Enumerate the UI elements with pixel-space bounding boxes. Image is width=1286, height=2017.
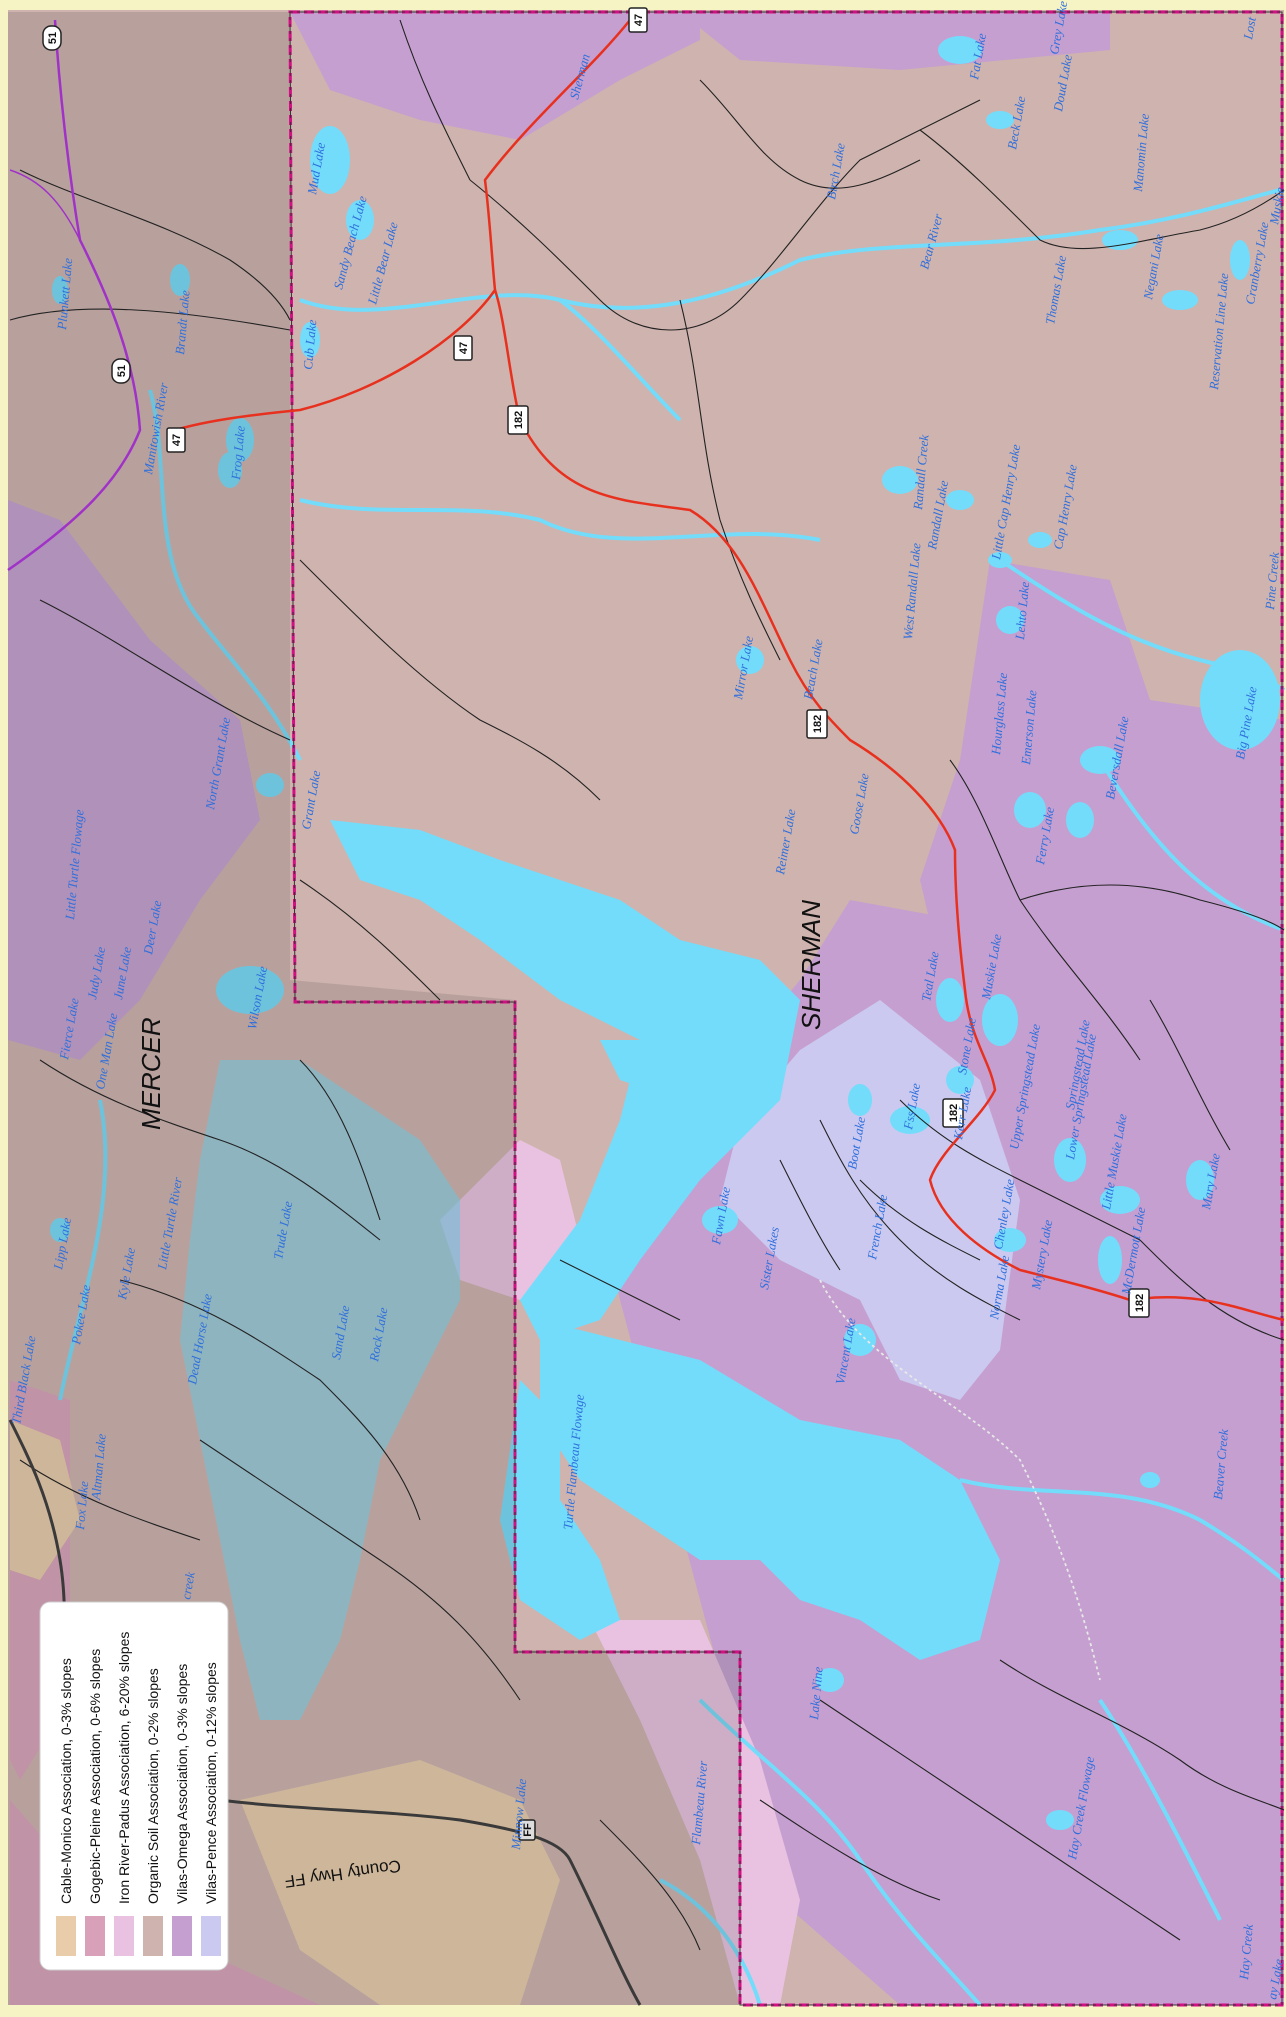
label-plunkett-lake: Plunkett Lake xyxy=(54,257,75,331)
label-beaver-creek: Beaver Creek xyxy=(1210,1428,1231,1500)
legend: Cable-Monico Association, 0-3% slopes Gog… xyxy=(39,1601,229,1971)
sherman-boundary-inner xyxy=(289,11,1283,2006)
legend-label: Vilas-Pence Association, 0-12% slopes xyxy=(203,1662,219,1904)
svg-text:47: 47 xyxy=(171,434,183,446)
legend-swatch xyxy=(172,1916,192,1956)
label-pine-creek: Pine Creek xyxy=(1262,551,1282,611)
label-cub-lake: Cub Lake xyxy=(300,319,319,371)
label-flambeau-river: Flambeau River xyxy=(688,1759,710,1846)
label-brandt-lake: Brandt Lake xyxy=(172,289,193,355)
legend-label: Gogebic-Pleine Association, 0-6% slopes xyxy=(87,1649,103,1904)
hwy-51-shield-mid: 51 xyxy=(111,358,131,384)
us-highway-51 xyxy=(7,19,142,572)
legend-box xyxy=(39,1601,229,1971)
label-lehto-lake: Lehto Lake xyxy=(1012,581,1032,641)
label-randall-creek: Randall Creek xyxy=(910,434,932,511)
hwy-47-shield-mid: 47 xyxy=(453,335,473,361)
hwy-182-shield-east: 182 xyxy=(1128,1288,1150,1318)
label-manomin-lake: Manomin Lake xyxy=(1130,113,1152,194)
town-label-sherman: SHERMAN xyxy=(796,900,826,1030)
label-creek: creek xyxy=(178,1570,198,1600)
hwy-182-shield-mid: 182 xyxy=(806,709,828,739)
svg-text:51: 51 xyxy=(116,365,128,377)
svg-text:FF: FF xyxy=(522,1823,534,1837)
legend-swatch xyxy=(143,1916,163,1956)
water-bodies xyxy=(50,36,1280,1830)
legend-label: Iron River-Padus Association, 6-20% slop… xyxy=(116,1632,132,1904)
label-lost: Lost xyxy=(1240,15,1259,41)
svg-text:51: 51 xyxy=(47,32,59,44)
legend-items: Cable-Monico Association, 0-3% slopes Gog… xyxy=(56,1632,221,1956)
label-hourglass-lake: Hourglass Lake xyxy=(988,672,1010,756)
hwy-ff-shield: FF xyxy=(518,1819,536,1841)
label-lake-nine: Lake Nine xyxy=(806,1666,826,1721)
hwy-182-shield-south: 182 xyxy=(942,1098,964,1128)
label-muskie: Muskie xyxy=(1266,186,1286,227)
legend-swatch xyxy=(201,1916,221,1956)
hwy-51-shield-north: 51 xyxy=(42,25,62,51)
svg-text:182: 182 xyxy=(948,1104,960,1122)
svg-text:47: 47 xyxy=(458,342,470,354)
town-label-mercer: MERCER xyxy=(136,1017,166,1130)
label-frog-lake: Frog Lake xyxy=(228,425,248,481)
streams xyxy=(58,188,1286,2007)
state-highways xyxy=(174,19,1285,1322)
legend-swatch xyxy=(85,1916,105,1956)
local-roads xyxy=(9,19,1285,1951)
hwy-47-shield-west: 47 xyxy=(166,427,186,453)
legend-label: Vilas-Omega Association, 0-3% slopes xyxy=(174,1664,190,1904)
svg-text:182: 182 xyxy=(513,411,525,429)
us-highway-51-spur xyxy=(9,169,81,241)
svg-text:182: 182 xyxy=(812,715,824,733)
label-emerson-lake: Emerson Lake xyxy=(1018,689,1040,766)
hwy-47-shield-top: 47 xyxy=(628,7,648,33)
label-altman-lake: Altman Lake xyxy=(88,1433,109,1501)
mercer-region-tint xyxy=(8,12,740,2005)
hwy-182-shield-north: 182 xyxy=(507,405,529,435)
label-ay-lake: ay Lake xyxy=(1264,1958,1286,2001)
label-minnow-lake: Minnow Lake xyxy=(508,1778,529,1851)
label-hay-creek: Hay Creek xyxy=(1236,1923,1256,1981)
legend-swatch xyxy=(114,1916,134,1956)
label-fox-lake: Fox Lake xyxy=(72,1480,91,1531)
legend-swatch xyxy=(56,1916,76,1956)
legend-label: Cable-Monico Association, 0-3% slopes xyxy=(58,1658,74,1904)
svg-text:182: 182 xyxy=(1134,1294,1146,1312)
svg-text:47: 47 xyxy=(633,14,645,26)
trail xyxy=(819,1279,1101,1681)
legend-label: Organic Soil Association, 0-2% slopes xyxy=(145,1668,161,1904)
